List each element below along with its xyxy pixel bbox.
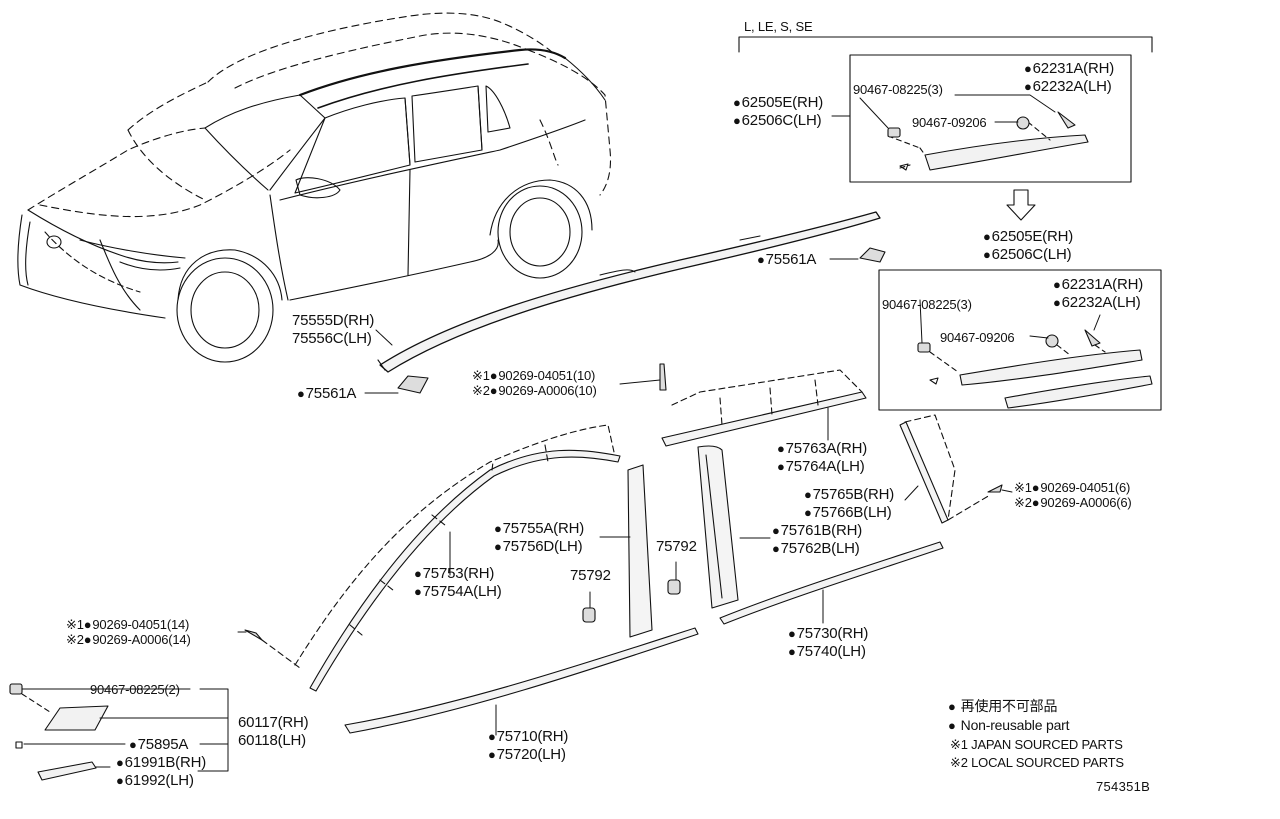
label-75740[interactable]: 75740(LH) (788, 643, 866, 660)
label-62231A-top[interactable]: 62231A(RH) (1024, 60, 1115, 77)
label-75556C[interactable]: 75556C(LH) (292, 330, 372, 347)
legend-note1-text: JAPAN SOURCED PARTS (971, 737, 1123, 752)
label-75766B[interactable]: 75766B(LH) (804, 504, 892, 521)
label-75763A[interactable]: 75763A(RH) (777, 440, 868, 457)
note2-clip6[interactable]: ※290269-A0006(6) (1014, 495, 1132, 510)
leader-lines (21, 94, 1101, 772)
clip14-b-text: 90269-A0006(14) (84, 632, 191, 647)
clip-75792-b (667, 579, 681, 595)
vehicle-outline (17, 12, 612, 363)
spoiler-box-top (738, 36, 1153, 183)
clip-75561A-left (397, 375, 429, 394)
label-60117[interactable]: 60117(RH) (238, 714, 309, 731)
clip-75561A-right (859, 247, 886, 263)
clip6-a-text: 90269-04051(6) (1032, 480, 1131, 495)
label-62505E-mid[interactable]: 62505E(RH) (983, 228, 1074, 245)
figure-reference: 754351B (1096, 779, 1151, 794)
clip-75792-a (582, 607, 596, 623)
spoiler-box-mid (878, 269, 1162, 411)
clip-14-leader (261, 639, 301, 669)
label-75561A-left[interactable]: 75561A (297, 385, 357, 402)
note2-clip14[interactable]: ※290269-A0006(14) (66, 632, 191, 647)
label-62506C-top[interactable]: 62506C(LH) (733, 112, 822, 129)
clip-90269-6 (987, 484, 1003, 493)
pillar-inner-line (705, 454, 723, 599)
mirror-base-parts (9, 683, 109, 781)
label-60118[interactable]: 60118(LH) (238, 732, 306, 749)
legend-dot-en (948, 717, 957, 733)
label-62231A-mid[interactable]: 62231A(RH) (1053, 276, 1144, 293)
note2-mark-6: ※2 (1014, 495, 1032, 510)
beltline-75730 (719, 541, 944, 625)
legend-non-reusable-en: Non-reusable part (948, 717, 1070, 734)
clip6-b-text: 90269-A0006(6) (1032, 495, 1132, 510)
note2-clip10[interactable]: ※290269-A0006(10) (472, 383, 597, 398)
clip-90269-10 (659, 363, 667, 391)
legend-note2-mark: ※2 (950, 755, 968, 770)
label-75756D[interactable]: 75756D(LH) (494, 538, 583, 555)
clip10-b-text: 90269-A0006(10) (490, 383, 597, 398)
note2-mark-14: ※2 (66, 632, 84, 647)
note1-clip10[interactable]: ※190269-04051(10) (472, 368, 595, 383)
label-61991B[interactable]: 61991B(RH) (116, 754, 207, 771)
legend-note1: ※1 JAPAN SOURCED PARTS (950, 737, 1123, 752)
note1-clip6[interactable]: ※190269-04051(6) (1014, 480, 1130, 495)
legend-en-text: Non-reusable part (960, 717, 1070, 733)
note1-mark-14: ※1 (66, 617, 84, 632)
pillar-75755A (627, 464, 653, 638)
clip14-a-text: 90269-04051(14) (84, 617, 190, 632)
label-75710[interactable]: 75710(RH) (488, 728, 569, 745)
label-75895A[interactable]: 75895A (129, 736, 189, 753)
beltline-75710 (344, 627, 699, 734)
label-75561A-right[interactable]: 75561A (757, 251, 817, 268)
label-62506C-mid[interactable]: 62506C(LH) (983, 246, 1072, 263)
label-75765B[interactable]: 75765B(RH) (804, 486, 895, 503)
label-75754A[interactable]: 75754A(LH) (414, 583, 502, 600)
legend-note1-mark: ※1 (950, 737, 968, 752)
label-90467-08225-3-mid[interactable]: 90467-08225(3) (882, 297, 972, 312)
note1-clip14[interactable]: ※190269-04051(14) (66, 617, 189, 632)
note1-mark-6: ※1 (1014, 480, 1032, 495)
clip-90269-14 (244, 629, 263, 641)
clip10-a-text: 90269-04051(10) (490, 368, 596, 383)
label-75764A[interactable]: 75764A(LH) (777, 458, 865, 475)
roof-moulding (377, 211, 881, 373)
label-61992[interactable]: 61992(LH) (116, 772, 194, 789)
moulding-75763A (661, 369, 867, 447)
note1-mark: ※1 (472, 368, 490, 383)
label-75755A[interactable]: 75755A(RH) (494, 520, 585, 537)
moulding-75765B (899, 414, 991, 524)
legend-non-reusable-jp: 再使用不可部品 (948, 698, 1057, 715)
label-90467-08225-3-top[interactable]: 90467-08225(3) (853, 82, 943, 97)
legend-note2-text: LOCAL SOURCED PARTS (971, 755, 1124, 770)
label-75792-a[interactable]: 75792 (570, 567, 611, 584)
moulding-75753 (294, 424, 621, 692)
label-90467-09206-top[interactable]: 90467-09206 (912, 115, 987, 130)
label-90467-09206-mid[interactable]: 90467-09206 (940, 330, 1015, 345)
down-arrow-icon (1006, 189, 1036, 221)
legend-dot-jp (948, 698, 957, 714)
label-75555D[interactable]: 75555D(RH) (292, 312, 375, 329)
legend-jp-text: 再使用不可部品 (960, 698, 1058, 714)
label-62505E-top[interactable]: 62505E(RH) (733, 94, 824, 111)
label-90467-08225-2[interactable]: 90467-08225(2) (90, 682, 180, 697)
label-62232A-top[interactable]: 62232A(LH) (1024, 78, 1112, 95)
legend-note2: ※2 LOCAL SOURCED PARTS (950, 755, 1124, 770)
label-75792-b[interactable]: 75792 (656, 538, 697, 555)
label-75753[interactable]: 75753(RH) (414, 565, 495, 582)
label-62232A-mid[interactable]: 62232A(LH) (1053, 294, 1141, 311)
pillar-75761B (697, 445, 739, 609)
note2-mark: ※2 (472, 383, 490, 398)
label-75762B[interactable]: 75762B(LH) (772, 540, 860, 557)
label-75761B[interactable]: 75761B(RH) (772, 522, 863, 539)
label-75720[interactable]: 75720(LH) (488, 746, 566, 763)
label-75730[interactable]: 75730(RH) (788, 625, 869, 642)
grade-heading: L, LE, S, SE (744, 19, 813, 34)
